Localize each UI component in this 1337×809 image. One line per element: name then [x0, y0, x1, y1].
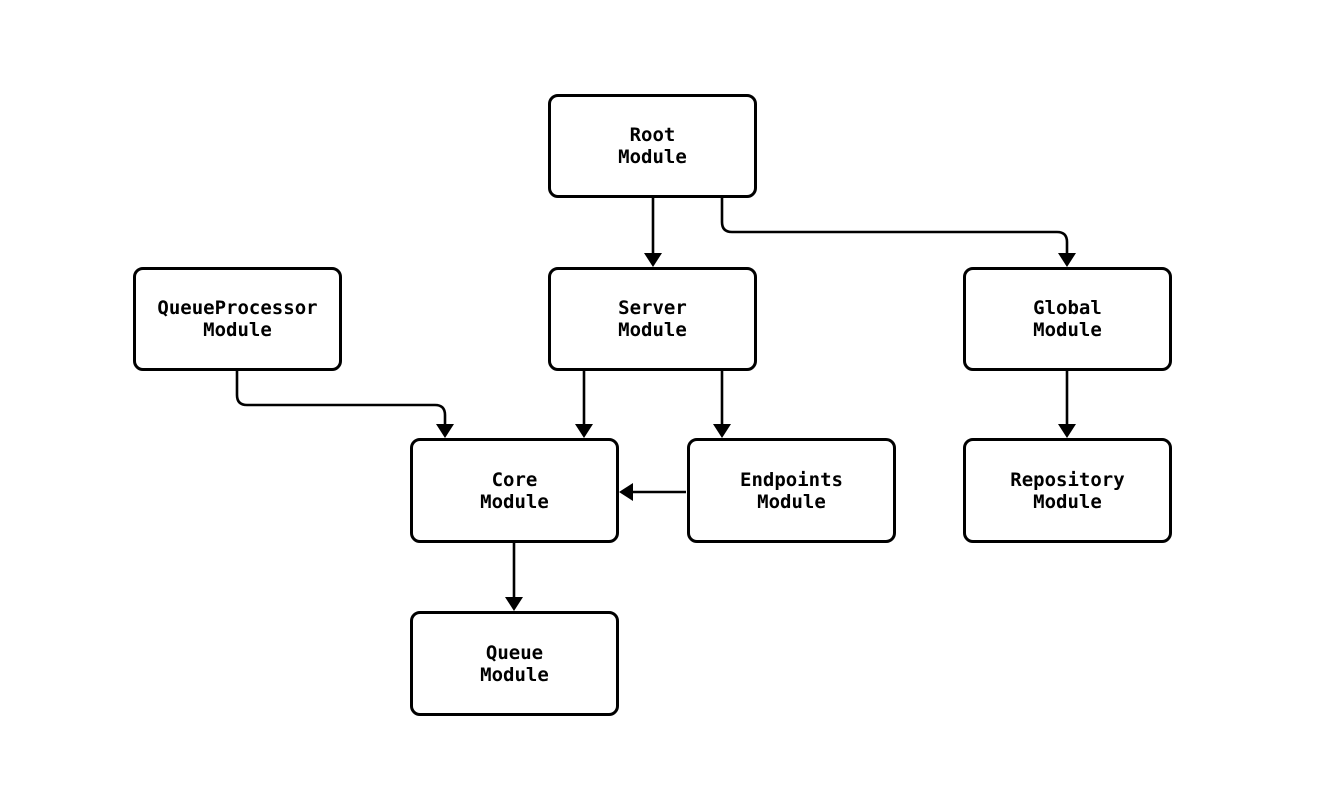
node-label-line: Server [618, 297, 687, 319]
node-core-module-label: Core Module [480, 469, 549, 513]
node-queue-module-label: Queue Module [480, 642, 549, 686]
node-root-module: Root Module [548, 94, 757, 198]
node-label-line: Module [1033, 319, 1102, 341]
node-endpoints-module: Endpoints Module [687, 438, 896, 543]
node-queue-module: Queue Module [410, 611, 619, 716]
node-server-module: Server Module [548, 267, 757, 371]
node-root-module-label: Root Module [618, 124, 687, 168]
node-label-line: Repository [1010, 468, 1125, 491]
node-label-line: Module [480, 490, 549, 513]
node-label-line: Module [480, 663, 549, 686]
edge-root-module-to-global-module [720, 198, 1076, 267]
node-label-line: Module [203, 319, 272, 341]
edge-queueprocessor-module-to-core-module [235, 371, 454, 438]
node-label-line: Module [1033, 490, 1102, 513]
node-repository-module: Repository Module [963, 438, 1172, 543]
node-global-module-label: Global Module [1033, 297, 1102, 341]
node-core-module: Core Module [410, 438, 619, 543]
node-endpoints-module-label: Endpoints Module [740, 469, 843, 513]
node-global-module: Global Module [963, 267, 1172, 371]
node-label-line: Core [491, 468, 538, 491]
node-label-line: Module [618, 319, 687, 341]
node-queueprocessor-module: QueueProcessor Module [133, 267, 342, 371]
node-queueprocessor-module-label: QueueProcessor Module [157, 297, 317, 341]
node-label-line: Queue [485, 641, 544, 664]
node-label-line: Module [618, 146, 687, 168]
node-label-line: Module [757, 490, 826, 513]
node-label-line: QueueProcessor [157, 297, 318, 319]
node-label-line: Root [629, 124, 676, 146]
node-label-line: Global [1033, 297, 1102, 319]
node-label-line: Endpoints [740, 468, 843, 491]
node-repository-module-label: Repository Module [1010, 469, 1124, 513]
node-server-module-label: Server Module [618, 297, 687, 341]
